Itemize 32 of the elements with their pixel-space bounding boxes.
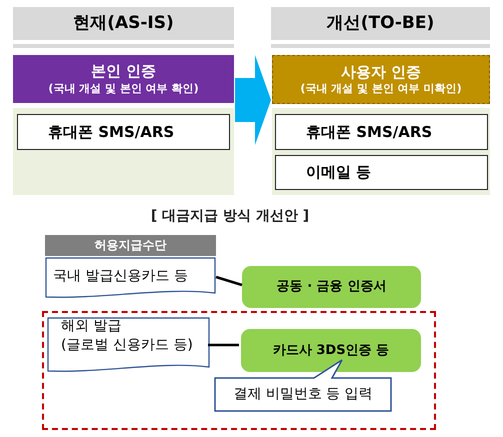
connector-line: [208, 344, 239, 346]
diagram-title: [ 대금지급 방식 개선안 ]: [150, 207, 310, 226]
status-box: [13, 55, 234, 103]
box-heading: 해외 발급: [61, 317, 122, 336]
box-label: 이메일 등: [306, 162, 372, 183]
status-box: [272, 55, 490, 104]
box-label: 현재(AS-IS): [72, 12, 175, 35]
box-label: 카드사 3DS인증 등: [272, 342, 390, 360]
box-note: (국내 개설 및 본인 여부 확인): [47, 82, 200, 97]
box-heading: 사용자 인증: [340, 62, 422, 82]
box-label: 개선(TO-BE): [326, 12, 436, 35]
callout-box: [214, 359, 392, 412]
box-label: 국내 발급신용카드 등: [53, 266, 189, 286]
item-box: [275, 114, 488, 150]
box-note: (국내 개설 및 본인 여부 미확인): [299, 82, 463, 98]
box-label: 결제 비밀번호 등 입력: [232, 385, 374, 404]
item-box: [17, 114, 230, 150]
box-label: 휴대폰 SMS/ARS: [48, 122, 176, 142]
box-note: (글로벌 신용카드 등): [61, 336, 194, 355]
dashed-region: [42, 311, 436, 430]
column-header: [271, 7, 490, 40]
column-header: [13, 7, 234, 40]
header-bar: [45, 235, 216, 256]
box-label: 공동 · 금융 인증서: [276, 278, 388, 296]
box-label: 허용지급수단: [94, 237, 168, 254]
item-box: [275, 155, 488, 190]
rounded-box: [242, 266, 421, 308]
rounded-box: [241, 329, 421, 372]
connector-line: [216, 276, 242, 286]
box-heading: 본인 인증: [90, 61, 158, 82]
box-label: 휴대폰 SMS/ARS: [306, 122, 434, 142]
block-arrow: [235, 55, 271, 145]
